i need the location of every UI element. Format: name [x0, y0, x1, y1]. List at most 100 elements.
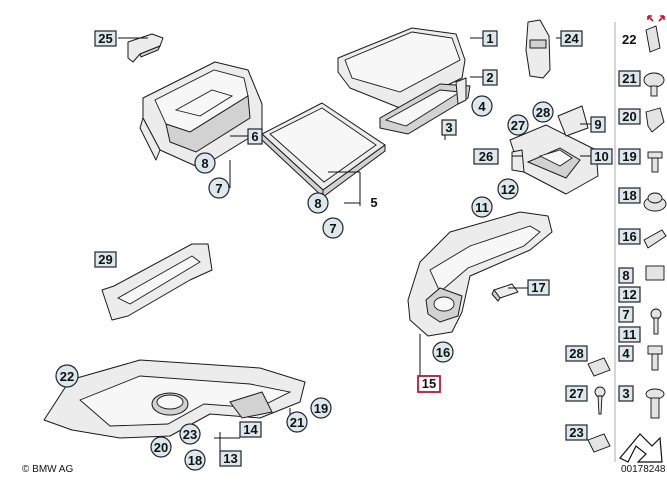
svg-text:1: 1 [486, 31, 493, 46]
svg-text:28: 28 [569, 346, 583, 361]
callout-7-upper[interactable]: 7 [208, 177, 230, 199]
callout-17[interactable]: 17 [527, 279, 550, 296]
callout-28[interactable]: 28 [532, 101, 554, 123]
part-17-clip [491, 283, 519, 302]
callout-15-highlighted[interactable]: 15 [417, 375, 441, 393]
svg-text:15: 15 [422, 376, 436, 391]
part-6-storage-compartment [139, 61, 263, 169]
strip-item-27[interactable]: 27 [565, 385, 606, 415]
callout-13[interactable]: 13 [219, 450, 242, 467]
svg-text:17: 17 [531, 280, 545, 295]
svg-text:5: 5 [370, 195, 377, 210]
svg-text:27: 27 [569, 386, 583, 401]
callout-8-upper[interactable]: 8 [194, 152, 216, 174]
strip-item-16[interactable]: 16 [618, 228, 667, 249]
callout-1[interactable]: 1 [482, 30, 498, 47]
svg-text:10: 10 [594, 149, 608, 164]
callout-20[interactable]: 20 [150, 436, 172, 458]
strip-item-28[interactable]: 28 [565, 345, 611, 377]
strip-item-23[interactable]: 23 [565, 424, 611, 453]
svg-text:18: 18 [188, 453, 202, 468]
strip-item-20[interactable]: 20 [618, 107, 665, 133]
strip-item-22[interactable]: 22 [622, 25, 661, 53]
svg-text:7: 7 [215, 181, 222, 196]
strip-item-18[interactable]: 18 [618, 187, 667, 212]
callout-24[interactable]: 24 [560, 30, 583, 47]
svg-text:11: 11 [623, 327, 637, 342]
svg-text:19: 19 [314, 401, 328, 416]
svg-text:22: 22 [60, 369, 74, 384]
svg-text:12: 12 [501, 182, 515, 197]
svg-text:7: 7 [329, 221, 336, 236]
callout-10[interactable]: 10 [590, 148, 613, 165]
callout-11[interactable]: 11 [471, 196, 493, 218]
svg-text:3: 3 [445, 120, 452, 135]
callout-29[interactable]: 29 [94, 251, 117, 268]
callout-14[interactable]: 14 [239, 421, 262, 438]
svg-text:3: 3 [622, 386, 629, 401]
svg-text:13: 13 [223, 451, 237, 466]
strip-item-19[interactable]: 19 [618, 148, 663, 173]
callout-21[interactable]: 21 [286, 411, 308, 433]
part-22-floor-trim [43, 359, 306, 439]
svg-text:4: 4 [622, 346, 630, 361]
svg-text:27: 27 [511, 118, 525, 133]
callout-3[interactable]: 3 [441, 119, 457, 136]
svg-text:23: 23 [569, 425, 583, 440]
diagram-id: 00178248 [621, 464, 666, 475]
part-15-console-trim-panel [407, 211, 553, 337]
callout-8-lower[interactable]: 8 [307, 192, 329, 214]
svg-text:23: 23 [183, 427, 197, 442]
svg-text:8: 8 [622, 268, 629, 283]
callout-25[interactable]: 25 [94, 30, 117, 47]
svg-text:4: 4 [478, 99, 486, 114]
svg-text:29: 29 [98, 252, 112, 267]
svg-text:24: 24 [564, 31, 579, 46]
callout-27[interactable]: 27 [507, 114, 529, 136]
part-24-bracket [525, 19, 551, 79]
svg-text:22: 22 [622, 32, 636, 47]
strip-item-12[interactable]: 12 [618, 286, 641, 303]
next-page-arrow-icon[interactable] [619, 433, 663, 463]
strip-item-11[interactable]: 11 [618, 326, 641, 343]
strip-item-4[interactable]: 4 [618, 345, 663, 371]
svg-text:16: 16 [622, 229, 636, 244]
part-3-bracket [379, 77, 471, 135]
svg-text:25: 25 [98, 31, 112, 46]
callout-5[interactable]: 5 [370, 195, 377, 210]
strip-item-7[interactable]: 7 [618, 306, 662, 335]
callout-18[interactable]: 18 [184, 449, 206, 471]
svg-text:16: 16 [436, 345, 450, 360]
callout-2[interactable]: 2 [482, 69, 498, 86]
expand-icon[interactable] [647, 15, 665, 22]
strip-item-3[interactable]: 3 [618, 385, 665, 419]
svg-text:7: 7 [622, 307, 629, 322]
callout-7-lower[interactable]: 7 [322, 217, 344, 239]
callout-26[interactable]: 26 [473, 148, 499, 165]
strip-item-21[interactable]: 21 [618, 70, 665, 97]
svg-text:11: 11 [475, 200, 489, 215]
part-5-lid-panel [261, 102, 386, 199]
small-parts-strip: 22 21 20 19 18 [565, 15, 667, 463]
callout-22[interactable]: 22 [55, 364, 79, 388]
callout-9[interactable]: 9 [590, 116, 606, 133]
copyright-text: © BMW AG [22, 464, 73, 475]
svg-text:21: 21 [622, 71, 636, 86]
part-29-tray [101, 243, 213, 321]
callout-19[interactable]: 19 [310, 397, 332, 419]
svg-text:28: 28 [536, 105, 550, 120]
svg-text:26: 26 [479, 149, 493, 164]
callout-6[interactable]: 6 [247, 128, 263, 145]
svg-text:6: 6 [251, 129, 258, 144]
strip-item-8[interactable]: 8 [618, 265, 665, 284]
callout-16[interactable]: 16 [432, 341, 454, 363]
svg-text:18: 18 [622, 188, 636, 203]
svg-text:12: 12 [622, 287, 636, 302]
callout-23[interactable]: 23 [179, 423, 201, 445]
svg-text:2: 2 [486, 70, 493, 85]
svg-text:8: 8 [314, 196, 321, 211]
svg-text:20: 20 [154, 440, 168, 455]
callout-12[interactable]: 12 [497, 178, 519, 200]
callout-4[interactable]: 4 [471, 95, 493, 117]
